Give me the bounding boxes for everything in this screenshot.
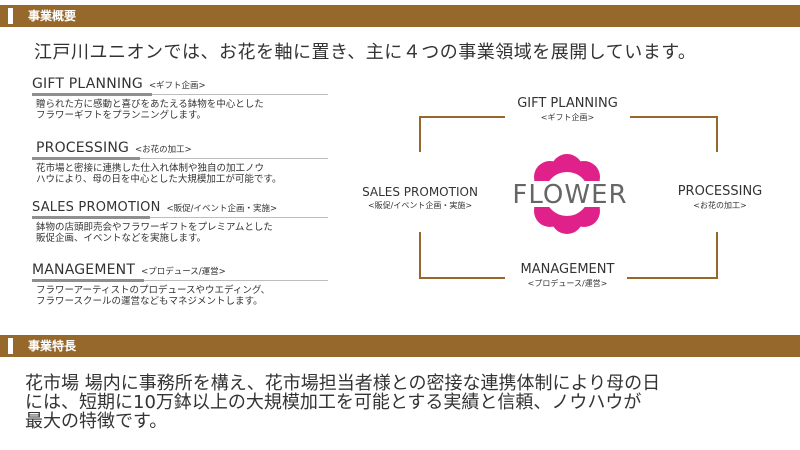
- feature-text: 花市場 場内に事務所を構え、花市場担当者様との密接な連携体制により母の日 には、…: [25, 373, 661, 432]
- item-subtitle: <販促/イベント企画・実施>: [166, 204, 278, 214]
- business-item-management: MANAGEMENT <プロデュース/運営> フラワーアーティストのプロデュースや…: [32, 259, 332, 307]
- item-description: 花市場と密接に連携した仕入れ体制や独自の加工ノウハウにより、母の日を中心とした大…: [36, 163, 282, 185]
- item-underline: [32, 157, 328, 160]
- item-subtitle: <お花の加工>: [135, 145, 192, 155]
- business-item-processing: PROCESSING <お花の加工> 花市場と密接に連携した仕入れ体制や独自の加工…: [32, 137, 332, 185]
- item-subtitle: <ギフト企画>: [148, 81, 206, 91]
- item-underline: [32, 216, 328, 219]
- section-title: 事業特長: [28, 339, 77, 353]
- section-header-features: 事業特長: [0, 335, 800, 357]
- intro-text: 江戸川ユニオンでは、お花を軸に置き、主に４つの事業領域を展開しています。: [34, 42, 697, 63]
- section-title: 事業概要: [28, 9, 77, 23]
- diagram-node-management: MANAGEMENT <プロデュース/運営>: [520, 262, 615, 288]
- item-underline: [32, 93, 328, 96]
- logo-text: FLOWER: [512, 180, 628, 210]
- flower-logo-icon: [507, 154, 627, 234]
- item-description: フラワーアーティストのプロデュースやウエディング、フラワースクールの運営などもマ…: [36, 285, 271, 307]
- business-item-sales-promotion: SALES PROMOTION <販促/イベント企画・実施> 鉢物の店頭即売会やフ…: [32, 196, 332, 244]
- diagram-frame: [419, 116, 718, 279]
- item-title: SALES PROMOTION: [32, 200, 161, 215]
- section-marker: [8, 338, 13, 354]
- section-marker: [8, 8, 13, 24]
- business-item-gift-planning: GIFT PLANNING <ギフト企画> 贈られた方に感動と喜びをあたえる鉢物を…: [32, 73, 332, 121]
- item-underline: [32, 279, 328, 282]
- diagram-node-gift-planning: GIFT PLANNING <ギフト企画>: [517, 96, 618, 122]
- business-diagram: GIFT PLANNING <ギフト企画> SALES PROMOTION <販…: [355, 92, 790, 297]
- item-description: 鉢物の店頭即売会やフラワーギフトをプレミアムとした販促企画、イベントなどを実施し…: [36, 222, 273, 244]
- item-title: MANAGEMENT: [32, 262, 136, 278]
- section-header-overview: 事業概要: [0, 5, 800, 27]
- item-title: GIFT PLANNING: [32, 76, 143, 92]
- diagram-node-processing: PROCESSING <お花の加工>: [677, 184, 763, 210]
- diagram-node-sales-promotion: SALES PROMOTION <販促/イベント企画・実施>: [362, 185, 478, 210]
- item-subtitle: <プロデュース/運営>: [141, 267, 226, 277]
- item-description: 贈られた方に感動と喜びをあたえる鉢物を中心としたフラワーギフトをプランニングしま…: [36, 99, 264, 121]
- item-title: PROCESSING: [36, 140, 130, 156]
